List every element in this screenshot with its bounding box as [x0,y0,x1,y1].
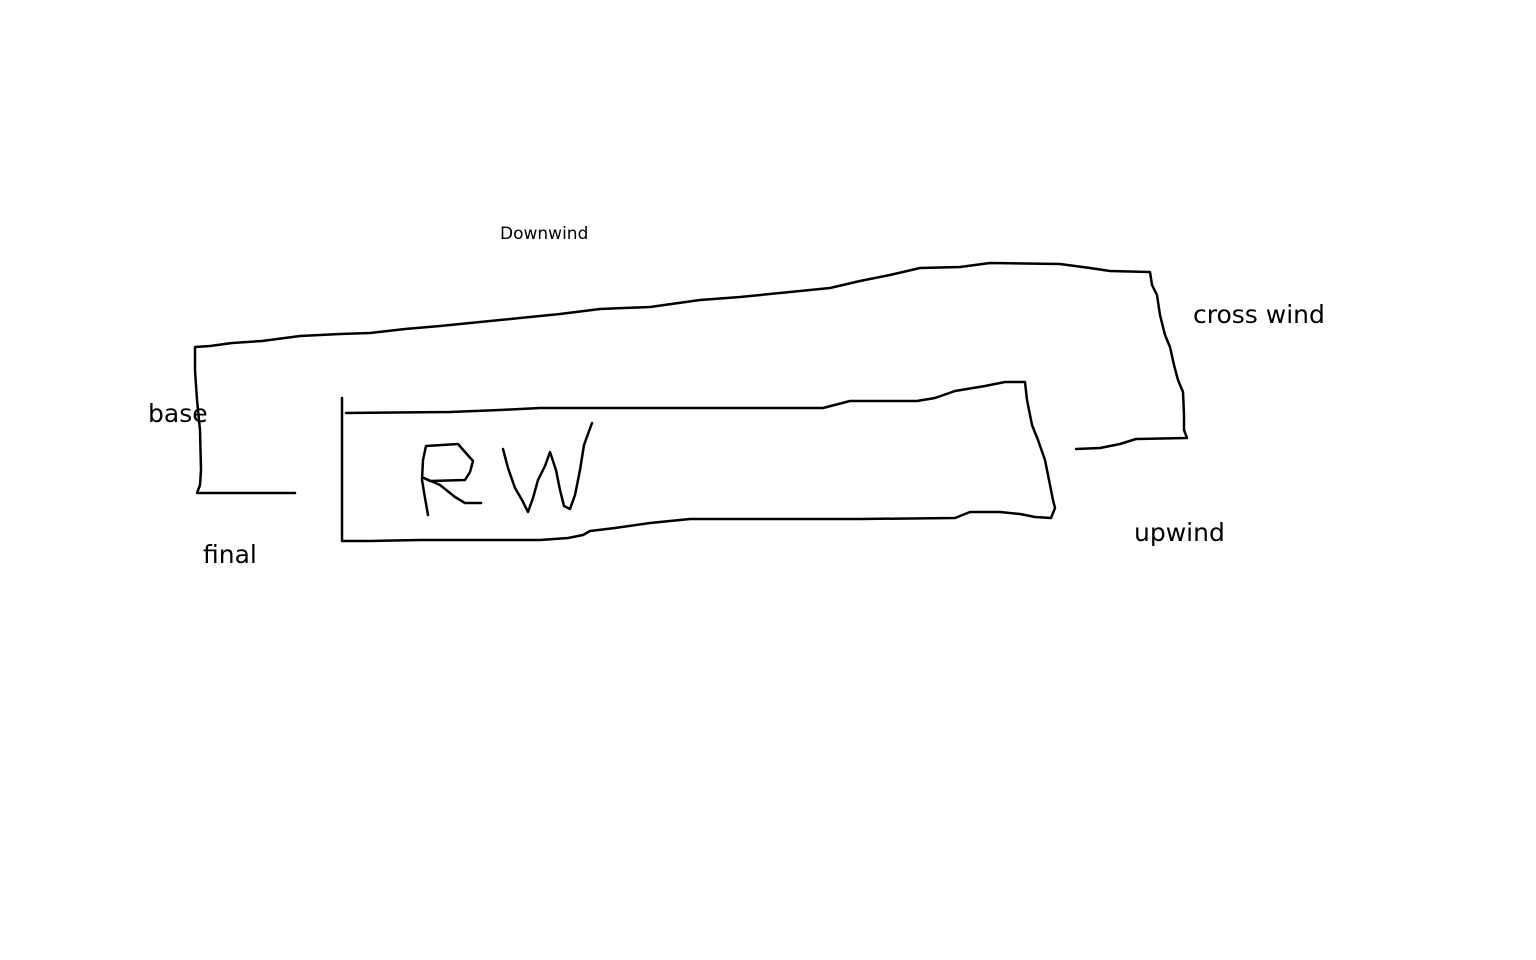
runway-handwritten-label [420,421,594,517]
downwind-leg-label: Downwind [500,224,589,244]
runway-outline [340,380,1057,543]
traffic-pattern-path [193,261,1189,495]
crosswind-leg-label: cross wind [1193,300,1325,329]
final-leg-label: final [203,540,257,569]
letter-w-stroke [501,421,594,514]
upwind-leg-label: upwind [1134,518,1225,547]
letter-r-stroke [420,442,483,517]
base-leg-label: base [148,399,208,428]
